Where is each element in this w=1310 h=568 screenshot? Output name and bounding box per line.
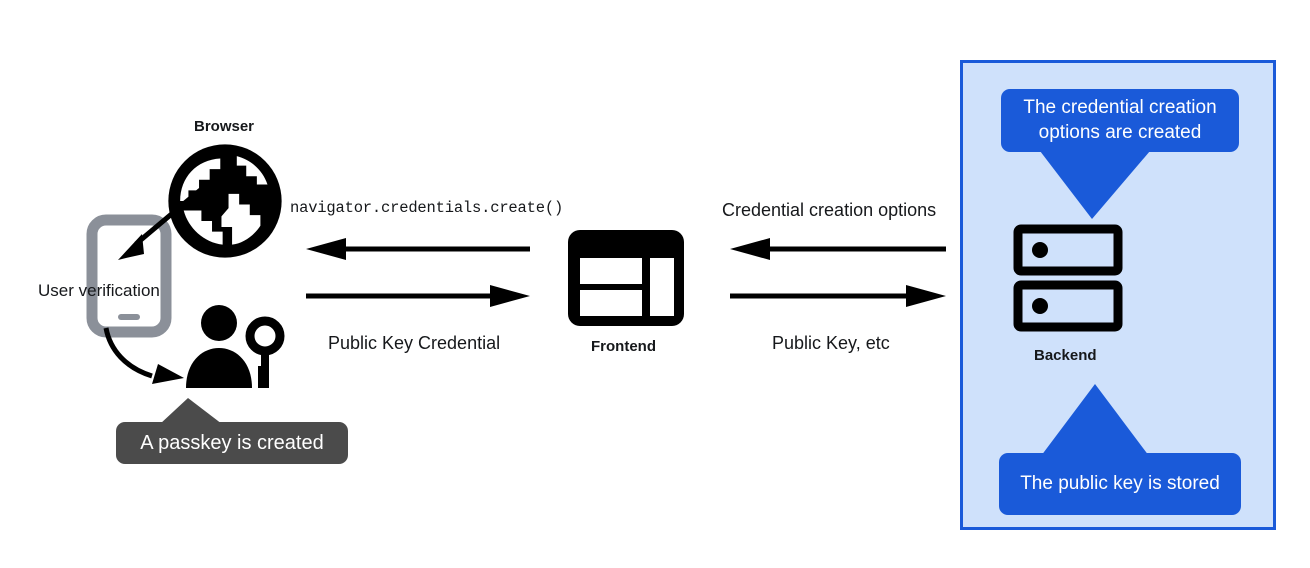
public-key-etc-label: Public Key, etc <box>772 333 890 353</box>
browser-label: Browser <box>194 118 255 135</box>
public-key-credential-label: Public Key Credential <box>328 333 501 353</box>
arrow-phone-to-user <box>100 326 208 392</box>
passkey-callout-pointer <box>160 398 226 426</box>
public-key-stored-callout: The public key is stored <box>999 453 1241 515</box>
arrow-frontend-to-browser <box>306 238 530 260</box>
backend-label: Backend <box>1034 347 1097 364</box>
navigator-credentials-create-label: navigator.credentials.create() <box>290 199 564 217</box>
globe-icon <box>166 142 284 260</box>
credential-options-callout-pointer <box>1040 151 1150 219</box>
smartphone-icon <box>86 214 172 338</box>
layout-wireframe-icon <box>566 228 686 328</box>
credential-creation-options-label: Credential creation options <box>722 200 937 220</box>
credential-options-created-callout: The credential creation options are crea… <box>1001 89 1239 152</box>
server-rack-icon <box>1013 224 1123 332</box>
arrow-browser-to-frontend <box>306 285 530 307</box>
user-verification-label: User verification <box>38 281 160 300</box>
arrow-backend-to-frontend <box>730 238 946 260</box>
user-with-key-icon <box>184 304 288 388</box>
arrow-frontend-to-backend <box>730 285 946 307</box>
public-key-stored-callout-pointer <box>1038 384 1152 460</box>
frontend-label: Frontend <box>591 338 656 355</box>
passkey-created-callout: A passkey is created <box>116 422 348 464</box>
arrow-browser-to-phone <box>96 178 220 274</box>
